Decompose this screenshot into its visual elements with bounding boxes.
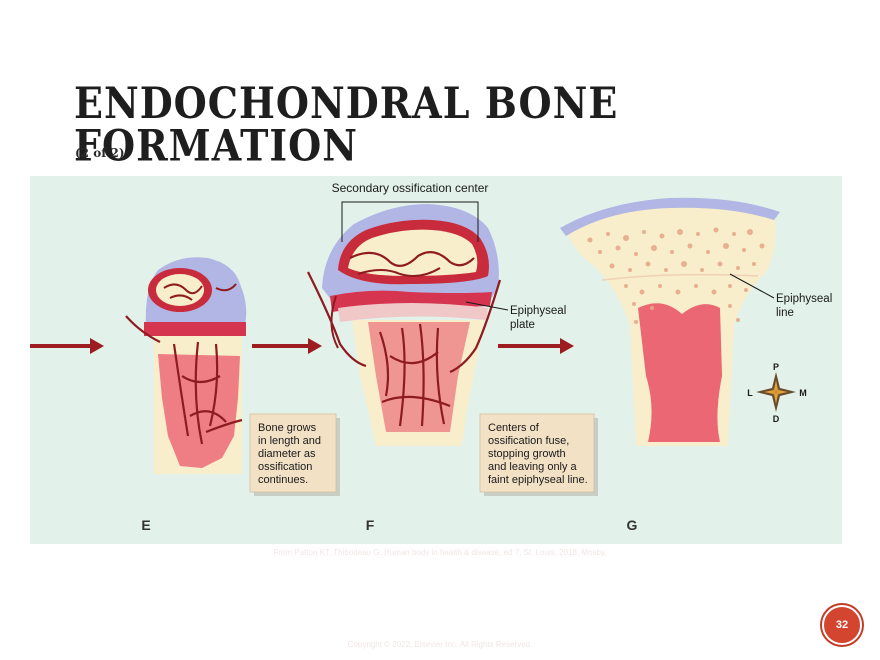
compass-label-p: P xyxy=(773,362,779,372)
stage-g-bone xyxy=(560,197,780,446)
slide-subtitle: (2 of 2) xyxy=(75,146,125,160)
slide-title: ENDOCHONDRAL BONE FORMATION xyxy=(74,77,619,171)
label-epiphyseal-line-line1: Epiphyseal xyxy=(776,293,832,305)
label-epiphyseal-plate-line1: Epiphyseal xyxy=(510,305,566,317)
epiphyseal-plate-leader xyxy=(465,301,509,311)
secondary-center-bracket xyxy=(341,201,479,242)
stage-label-f: F xyxy=(366,517,375,533)
caption-centers-fuse-line5: faint epiphyseal line. xyxy=(488,474,588,486)
caption-box-centers-fuse xyxy=(479,413,595,493)
bone-formation-figure: Secondary ossification center Epiphyseal… xyxy=(30,176,842,544)
label-epiphyseal-line-line2: line xyxy=(776,307,794,319)
stage-label-g: G xyxy=(627,517,638,533)
compass-label-l: L xyxy=(747,388,753,398)
compass-label-m: M xyxy=(799,388,807,398)
figure-citation: From Patton KT, Thibodeau G: Human body … xyxy=(273,548,607,557)
caption-bone-grows-line4: ossification xyxy=(258,461,312,473)
caption-centers-fuse-line1: Centers of xyxy=(488,422,540,434)
slide-number-badge: 32 xyxy=(822,605,862,645)
flow-arrow-2 xyxy=(252,338,322,354)
caption-bone-grows-line2: in length and xyxy=(258,435,321,447)
stage-f-bone xyxy=(307,204,502,446)
label-epiphyseal-plate-line2: plate xyxy=(510,319,535,331)
caption-box-bone-grows xyxy=(249,413,337,493)
flow-arrow-3 xyxy=(498,338,574,354)
caption-centers-fuse-line4: and leaving only a xyxy=(488,461,578,473)
compass-label-d: D xyxy=(773,414,780,424)
caption-bone-grows-line5: continues. xyxy=(258,474,308,486)
epiphyseal-line-leader xyxy=(729,273,775,299)
caption-centers-fuse-line3: stopping growth xyxy=(488,448,566,460)
label-secondary-ossification-center: Secondary ossification center xyxy=(332,181,489,195)
compass-rose-icon: P D L M xyxy=(747,362,807,424)
stage-e-bone xyxy=(125,257,247,474)
caption-bone-grows-line1: Bone grows xyxy=(258,422,317,434)
stage-label-e: E xyxy=(141,517,150,533)
flow-arrow-1 xyxy=(30,338,104,354)
caption-bone-grows-line3: diameter as xyxy=(258,448,316,460)
caption-centers-fuse-line2: ossification fuse, xyxy=(488,435,569,447)
copyright-notice: Copyright © 2022, Elsevier Inc. All Righ… xyxy=(347,640,533,649)
